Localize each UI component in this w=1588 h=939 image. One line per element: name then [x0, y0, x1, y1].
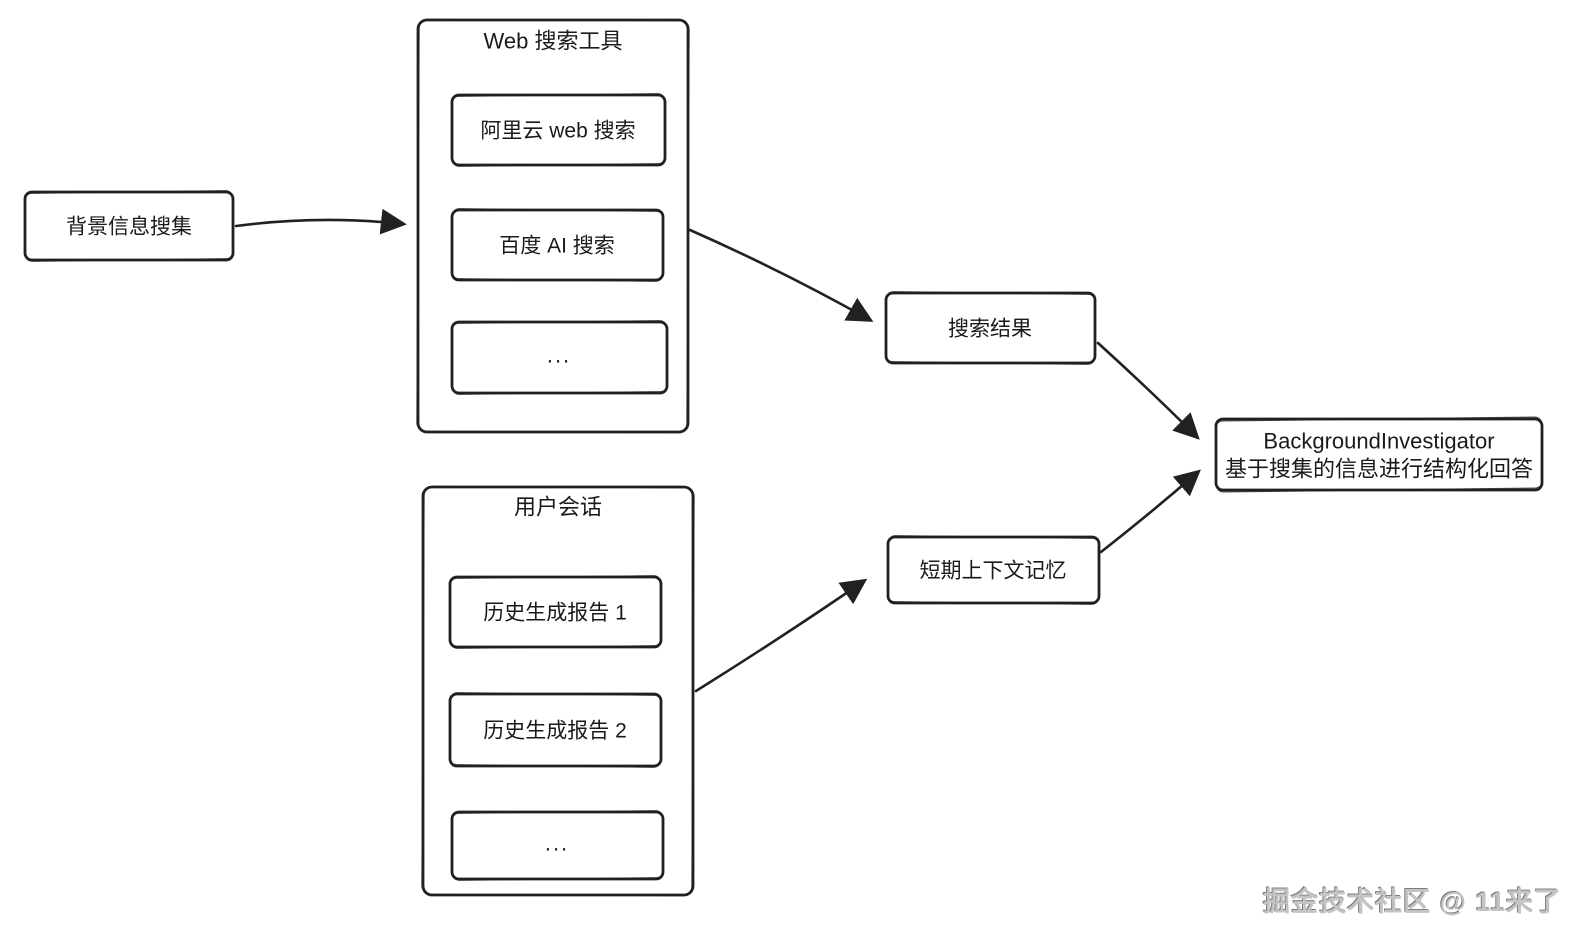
node-search-results: 搜索结果: [884, 291, 1097, 365]
watermark: 掘金技术社区 @ 11来了: [1263, 887, 1562, 917]
node-short-term-memory: 短期上下文记忆: [886, 535, 1101, 605]
background-info-box-overstroke: [24, 190, 234, 262]
history-report-1-box-overstroke: [449, 575, 662, 649]
short-term-memory-label: 短期上下文记忆: [920, 560, 1067, 583]
short-term-memory-box-overstroke: [887, 535, 1100, 605]
node-history-report-1: 历史生成报告 1: [448, 575, 663, 649]
node-aliyun-web-search: 阿里云 web 搜索: [450, 93, 667, 167]
group-web-search-tools: Web 搜索工具 阿里云 web 搜索 百度 AI 搜索 ...: [416, 18, 690, 434]
web-search-group-box-overstroke: [416, 18, 690, 434]
node-user-session-more: ...: [450, 810, 665, 881]
search-results-label: 搜索结果: [948, 318, 1032, 341]
node-history-report-2: 历史生成报告 2: [448, 692, 663, 768]
web-search-group-title: Web 搜索工具: [484, 29, 623, 54]
history-report-2-box-overstroke: [449, 692, 662, 768]
aliyun-web-search-box-overstroke: [451, 93, 666, 167]
edge-user-session-group-to-short-term-memory: [694, 578, 868, 693]
user-session-group-title: 用户会话: [514, 495, 602, 520]
edge-short-term-memory-to-background-investigator: [1099, 469, 1201, 554]
node-web-search-more: ...: [450, 320, 669, 395]
background-investigator-box-overstroke: [1215, 416, 1543, 493]
web-search-more-box-overstroke: [451, 320, 668, 395]
edge-web-search-group-to-search-results: [688, 228, 874, 322]
history-report-1-label: 历史生成报告 1: [483, 602, 627, 625]
edge-background-info-to-web-search-group: [234, 208, 407, 235]
background-info-label: 背景信息搜集: [66, 216, 192, 239]
baidu-ai-search-label: 百度 AI 搜索: [499, 235, 615, 258]
user-session-group-box-overstroke: [421, 485, 695, 897]
group-user-session: 用户会话 历史生成报告 1 历史生成报告 2 ...: [421, 485, 695, 897]
user-session-more-label: ...: [545, 831, 569, 856]
node-baidu-ai-search: 百度 AI 搜索: [450, 208, 665, 282]
background-investigator-label-line1: BackgroundInvestigator: [1263, 429, 1494, 454]
background-investigator-label-line2: 基于搜集的信息进行结构化回答: [1225, 457, 1533, 482]
node-background-info: 背景信息搜集: [23, 190, 235, 262]
web-search-more-label: ...: [547, 343, 571, 368]
edges-layer: [234, 208, 1201, 693]
aliyun-web-search-label: 阿里云 web 搜索: [480, 120, 635, 143]
edge-search-results-to-background-investigator: [1096, 341, 1200, 440]
search-results-box-overstroke: [885, 291, 1096, 365]
baidu-ai-search-box-overstroke: [451, 208, 664, 282]
user-session-more-box-overstroke: [451, 810, 664, 881]
node-background-investigator: BackgroundInvestigator 基于搜集的信息进行结构化回答: [1214, 416, 1544, 493]
history-report-2-label: 历史生成报告 2: [483, 720, 627, 743]
